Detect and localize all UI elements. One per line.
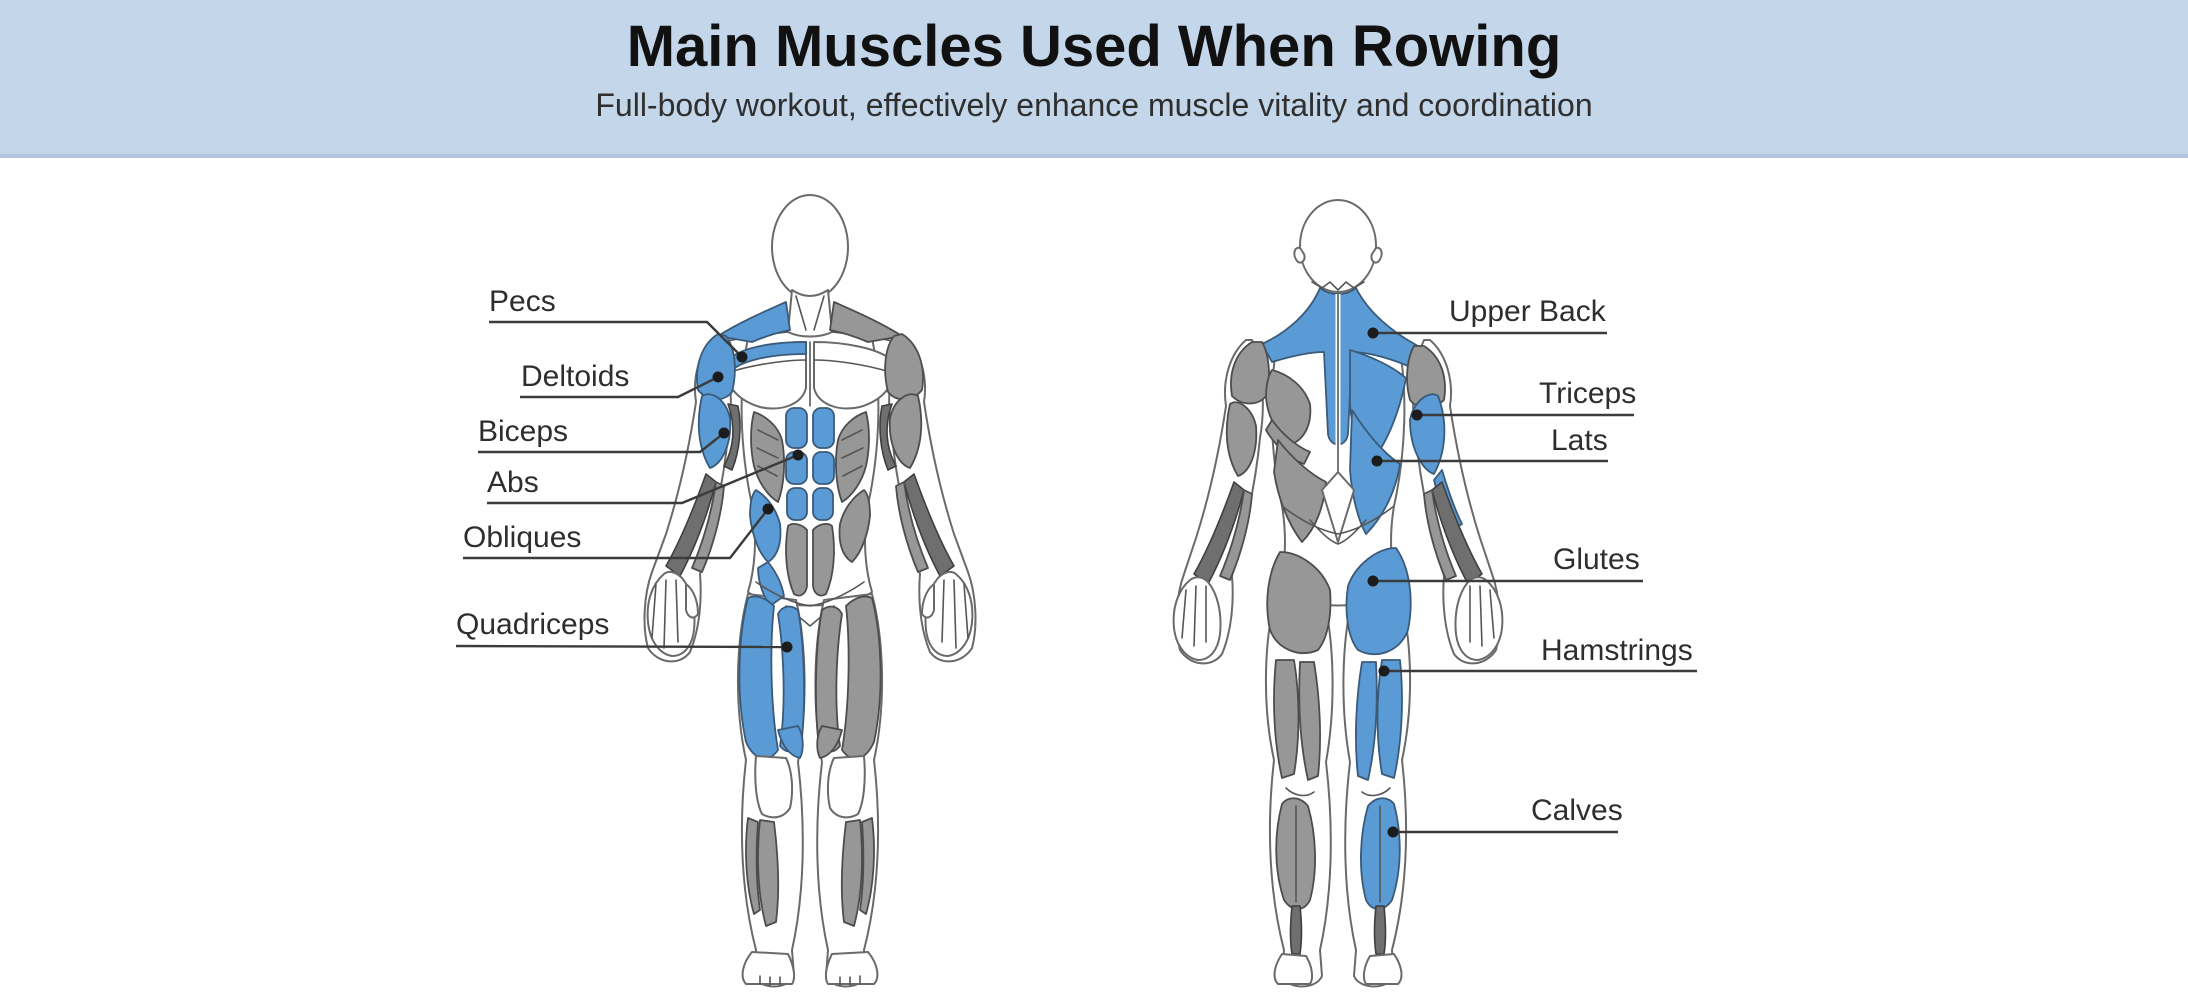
back-left-deltoid xyxy=(1230,341,1270,405)
back-right-foot xyxy=(1362,953,1403,985)
front-right-serratus xyxy=(835,411,870,503)
back-left-foot xyxy=(1273,953,1314,985)
back-head xyxy=(1299,199,1377,293)
back-right-hamstring-outer xyxy=(1376,659,1403,779)
back-left-triceps xyxy=(1225,401,1258,477)
label-calves: Calves xyxy=(1531,794,1623,827)
front-left-vastus xyxy=(777,725,804,759)
front-right-oblique xyxy=(838,489,871,563)
front-right-serratus-lines xyxy=(841,429,864,477)
back-left-teres xyxy=(1265,419,1311,465)
front-left-pec-highlight xyxy=(725,341,807,371)
front-right-knee xyxy=(826,755,866,819)
front-right-hand xyxy=(924,570,974,657)
front-right-vastus xyxy=(816,725,843,759)
back-right-lat xyxy=(1349,409,1401,535)
front-right-biceps xyxy=(888,393,923,469)
front-abs-upper-right xyxy=(812,407,835,449)
label-biceps: Biceps xyxy=(478,415,569,448)
back-right-triceps xyxy=(1409,393,1446,475)
front-right-foot xyxy=(824,951,879,985)
front-right-toe-lines xyxy=(839,975,861,986)
front-pec-striations xyxy=(729,341,891,407)
front-lower-abs-right xyxy=(812,523,835,597)
label-deltoids: Deltoids xyxy=(521,360,630,393)
back-right-glute xyxy=(1345,547,1412,656)
label-upper-back: Upper Back xyxy=(1449,295,1606,328)
label-abs: Abs xyxy=(487,466,539,499)
back-right-finger-lines xyxy=(1469,585,1495,647)
back-skull-line xyxy=(1311,280,1365,292)
front-right-quad-outer xyxy=(841,595,882,760)
front-figure-svg xyxy=(643,194,977,988)
front-right-calf-edge xyxy=(859,817,875,915)
back-left-hamstring-outer xyxy=(1273,659,1300,779)
label-obliques: Obliques xyxy=(463,521,582,554)
back-left-hand xyxy=(1172,576,1222,661)
back-right-ear xyxy=(1370,246,1383,264)
front-neck xyxy=(787,289,833,338)
front-right-forearm-strip xyxy=(895,481,929,573)
back-left-glute xyxy=(1266,551,1332,654)
front-left-deltoid xyxy=(696,333,736,401)
front-neck-lines xyxy=(795,295,825,331)
label-lats: Lats xyxy=(1551,424,1608,457)
front-right-deltoid xyxy=(884,333,924,401)
label-quadriceps: Quadriceps xyxy=(456,608,610,641)
front-right-tibialis xyxy=(840,819,863,927)
front-head xyxy=(771,194,849,300)
back-sacrum xyxy=(1321,471,1355,543)
front-left-calf-edge xyxy=(745,817,761,915)
front-right-trap xyxy=(829,301,903,343)
back-left-lat xyxy=(1273,439,1327,543)
back-knee-lines xyxy=(1285,787,1391,797)
front-right-inner-arm xyxy=(879,403,897,471)
back-left-finger-lines xyxy=(1181,585,1207,647)
back-waist-lines xyxy=(1281,505,1395,545)
front-abs-mid-left xyxy=(785,451,808,485)
label-hamstrings: Hamstrings xyxy=(1541,634,1693,667)
front-abs-low-left xyxy=(786,487,808,521)
label-triceps: Triceps xyxy=(1539,377,1637,410)
front-lower-abs-left xyxy=(785,523,808,597)
front-right-finger-lines xyxy=(941,579,969,649)
front-left-thumb xyxy=(685,583,699,619)
back-right-hand xyxy=(1454,576,1504,661)
front-right-thumb xyxy=(921,583,935,619)
label-glutes: Glutes xyxy=(1553,543,1640,576)
front-left-knee xyxy=(754,755,794,819)
back-right-hamstring-inner xyxy=(1355,661,1378,781)
back-left-ear xyxy=(1293,246,1306,264)
page-subtitle: Full-body workout, effectively enhance m… xyxy=(595,87,1593,123)
back-right-achilles xyxy=(1373,905,1387,955)
back-left-forearm-strip xyxy=(1219,489,1253,581)
front-left-foot xyxy=(741,951,796,985)
label-pecs: Pecs xyxy=(489,285,556,318)
front-abs-upper-left xyxy=(785,407,808,449)
front-left-toe-lines xyxy=(759,975,781,986)
back-left-achilles xyxy=(1289,905,1303,955)
header-banner: Main Muscles Used When Rowing Full-body … xyxy=(0,0,2188,158)
page-title: Main Muscles Used When Rowing xyxy=(626,14,1562,79)
back-left-hamstring-inner xyxy=(1298,661,1321,781)
front-right-pec xyxy=(813,341,896,410)
front-left-tibialis xyxy=(757,819,780,927)
front-left-hand xyxy=(646,570,696,657)
front-left-quad-outer xyxy=(738,595,779,760)
front-left-finger-lines xyxy=(651,579,679,649)
back-figure-svg xyxy=(1172,199,1504,988)
front-abs-mid-right xyxy=(812,451,835,485)
front-abs-low-right xyxy=(812,487,834,521)
